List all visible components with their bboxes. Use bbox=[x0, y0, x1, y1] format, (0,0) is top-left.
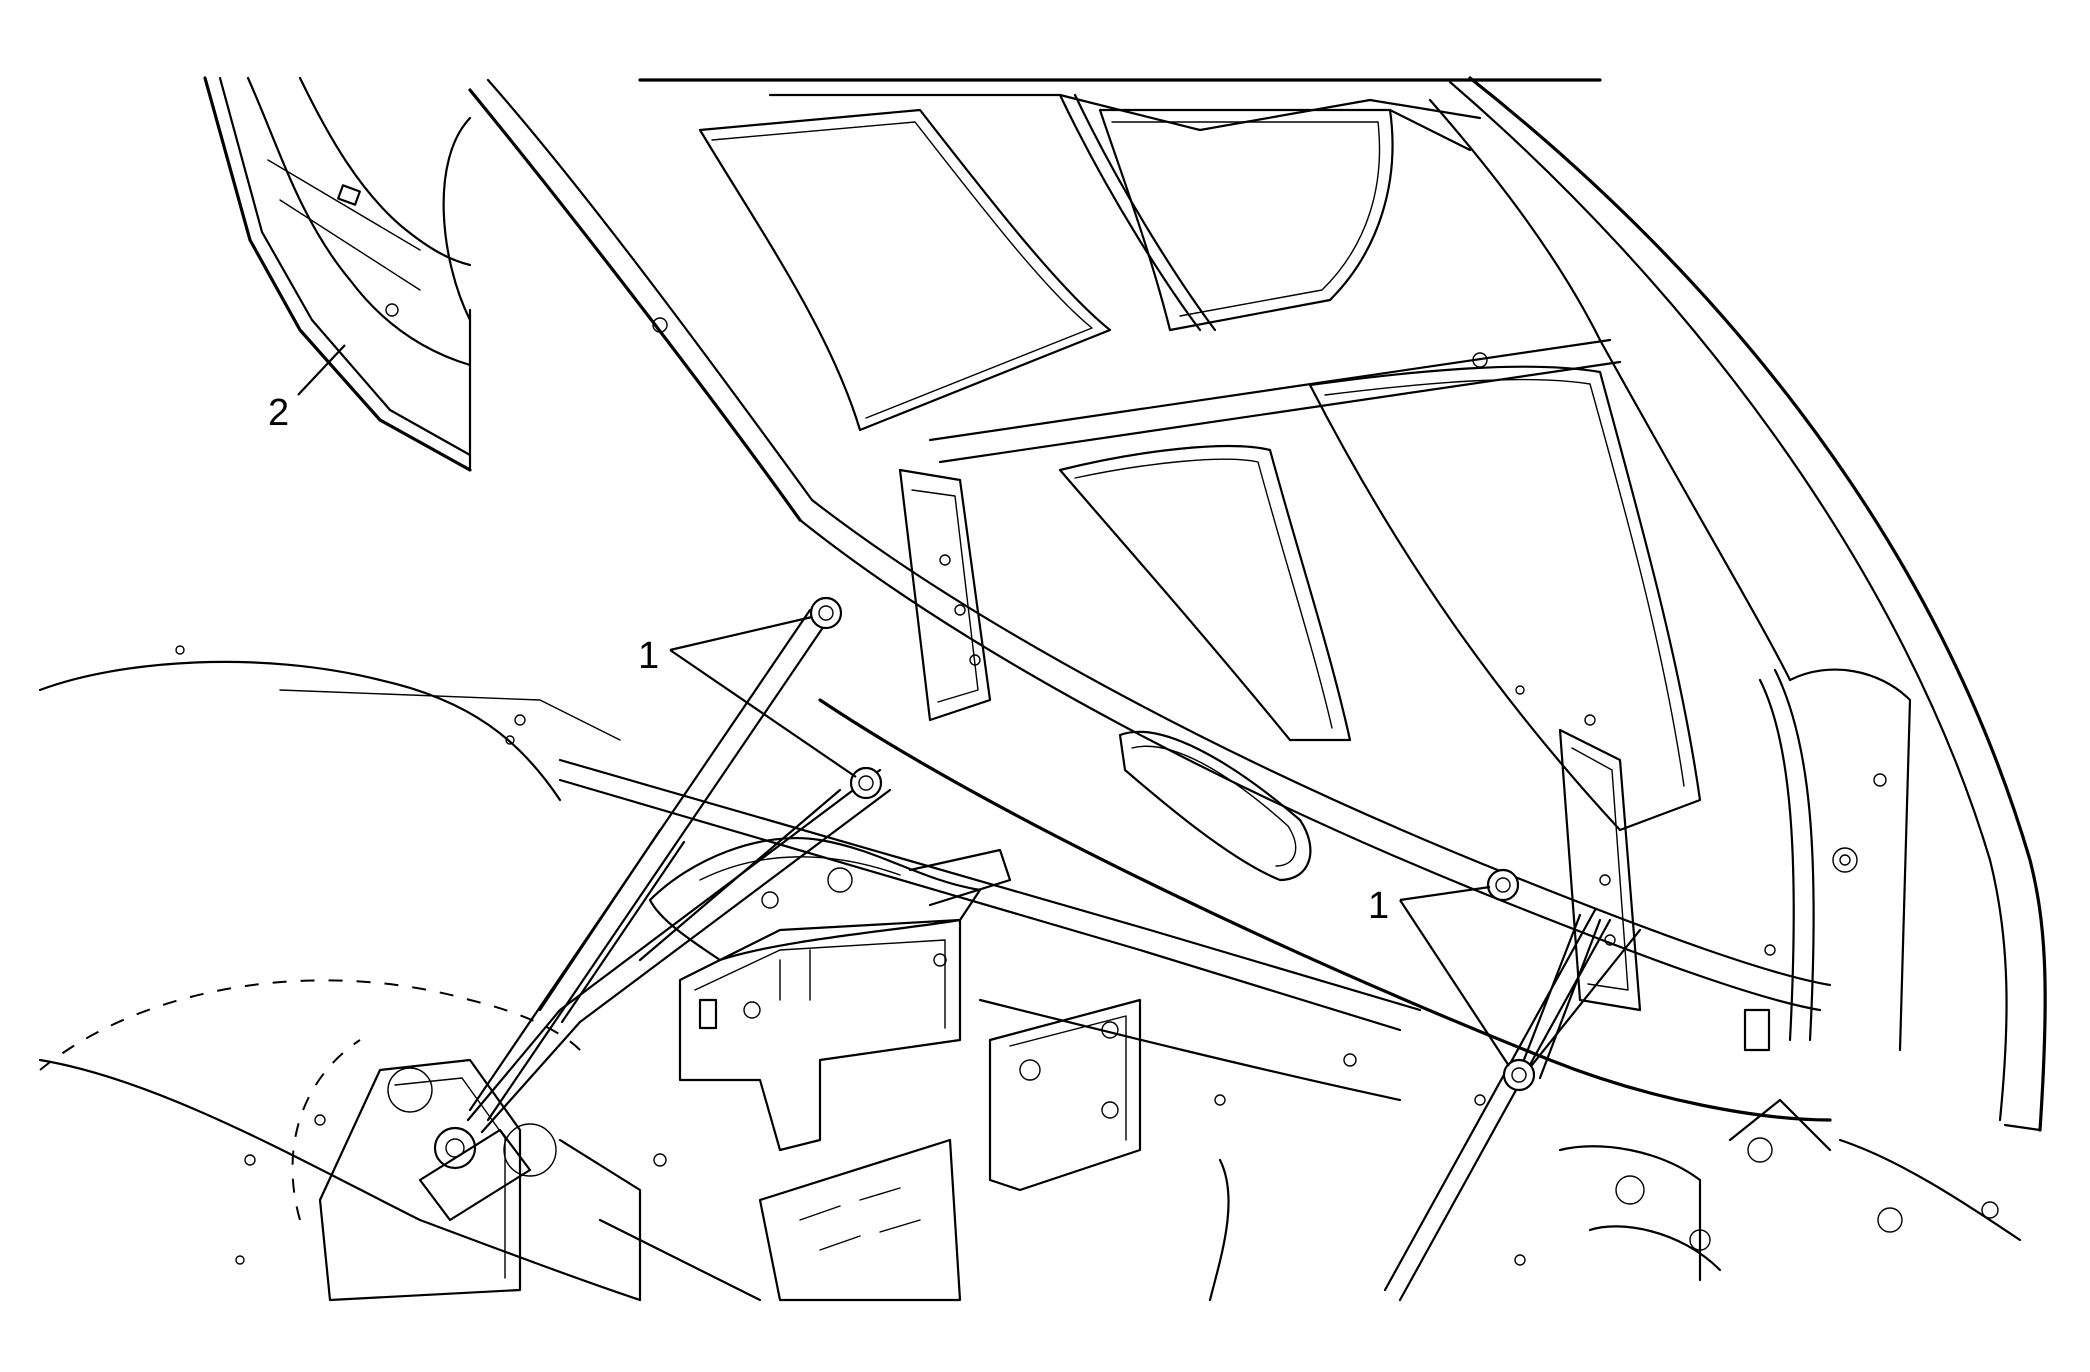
right-strut bbox=[1383, 908, 1642, 1302]
left-strut-lower-mount bbox=[418, 1126, 532, 1222]
left-upper-fastener bbox=[809, 596, 843, 630]
callout-2-label: 2 bbox=[268, 392, 289, 434]
right-upper-fastener bbox=[1486, 868, 1520, 902]
callout-1-left: 1 bbox=[638, 615, 857, 778]
left-strut-rear bbox=[468, 608, 830, 1122]
left-strut-front bbox=[466, 768, 892, 1134]
hood-inner-panel bbox=[468, 76, 2047, 1132]
right-lower-fastener bbox=[1502, 1058, 1536, 1092]
callout-1-right-label: 1 bbox=[1368, 885, 1389, 927]
left-panel bbox=[203, 76, 472, 472]
callout-2: 2 bbox=[268, 344, 346, 434]
callout-1-left-label: 1 bbox=[638, 635, 659, 677]
engine-compartment bbox=[38, 645, 2022, 1302]
left-lower-fastener bbox=[849, 766, 883, 800]
callout-1-right: 1 bbox=[1368, 885, 1510, 1067]
